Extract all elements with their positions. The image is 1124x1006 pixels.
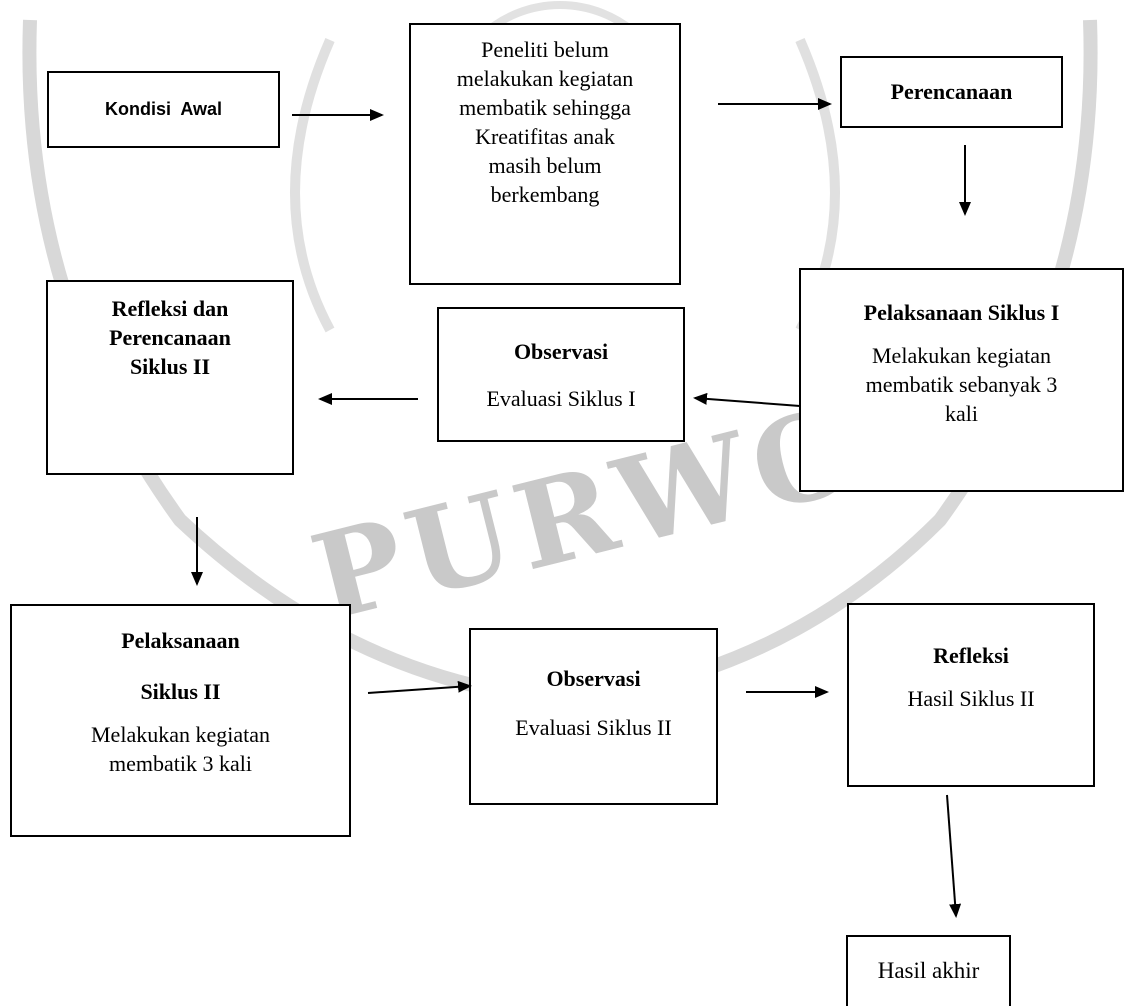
kondisi-desc-line: berkembang — [490, 182, 600, 208]
pelaksanaan-siklus-1-line: membatik sebanyak 3 — [865, 372, 1058, 398]
arrow-pelaksanaan-2-to-observasi-2 — [367, 680, 472, 694]
refleksi-siklus-2-box: Refleksi Hasil Siklus II — [847, 603, 1095, 787]
kondisi-desc-line: membatik sehingga — [459, 95, 631, 121]
hasil-akhir-box: Hasil akhir — [846, 935, 1011, 1006]
pelaksanaan-siklus-1-title: Pelaksanaan Siklus I — [863, 300, 1060, 325]
refleksi-siklus-2-title: Refleksi — [933, 643, 1009, 668]
refleksi-perencanaan-line: Perencanaan — [109, 325, 231, 351]
kondisi-desc-box: Peneliti belum melakukan kegiatan membat… — [409, 23, 681, 285]
observasi-siklus-2-desc: Evaluasi Siklus II — [515, 715, 672, 741]
observasi-siklus-1-title: Observasi — [513, 339, 609, 364]
pelaksanaan-siklus-2-box: Pelaksanaan Siklus II Melakukan kegiatan… — [10, 604, 351, 837]
pelaksanaan-siklus-2-line: Melakukan kegiatan — [91, 722, 270, 748]
kondisi-desc-line: melakukan kegiatan — [456, 66, 634, 92]
pelaksanaan-siklus-1-line: Melakukan kegiatan — [872, 343, 1051, 369]
pelaksanaan-siklus-2-line: membatik 3 kali — [109, 751, 252, 777]
observasi-siklus-1-desc: Evaluasi Siklus I — [486, 386, 636, 412]
observasi-siklus-1-box: Observasi Evaluasi Siklus I — [437, 307, 685, 442]
pelaksanaan-siklus-2-title: Pelaksanaan — [121, 628, 240, 653]
refleksi-siklus-2-desc: Hasil Siklus II — [907, 686, 1035, 712]
kondisi-desc-line: masih belum — [488, 153, 602, 179]
pelaksanaan-siklus-1-box: Pelaksanaan Siklus I Melakukan kegiatan … — [799, 268, 1124, 492]
perencanaan-label: Perencanaan — [890, 79, 1013, 105]
kondisi-awal-label: Kondisi Awal — [104, 98, 223, 119]
refleksi-perencanaan-box: Refleksi dan Perencanaan Siklus II — [46, 280, 294, 475]
observasi-siklus-2-title: Observasi — [546, 666, 641, 691]
refleksi-perencanaan-line: Siklus II — [129, 354, 211, 380]
perencanaan-box: Perencanaan — [840, 56, 1063, 128]
pelaksanaan-siklus-2-subtitle: Siklus II — [140, 679, 221, 705]
arrow-pelaksanaan-1-to-observasi-1 — [693, 392, 801, 407]
refleksi-perencanaan-line: Refleksi dan — [111, 296, 229, 321]
kondisi-desc-line: Kreatifitas anak — [475, 124, 615, 150]
observasi-siklus-2-box: Observasi Evaluasi Siklus II — [469, 628, 718, 805]
arrow-refleksi-2-to-hasil-akhir — [946, 794, 962, 918]
pelaksanaan-siklus-1-line: kali — [945, 401, 978, 427]
kondisi-awal-box: Kondisi Awal — [47, 71, 280, 148]
hasil-akhir-label: Hasil akhir — [877, 958, 980, 984]
kondisi-desc-line: Peneliti belum — [481, 37, 609, 62]
